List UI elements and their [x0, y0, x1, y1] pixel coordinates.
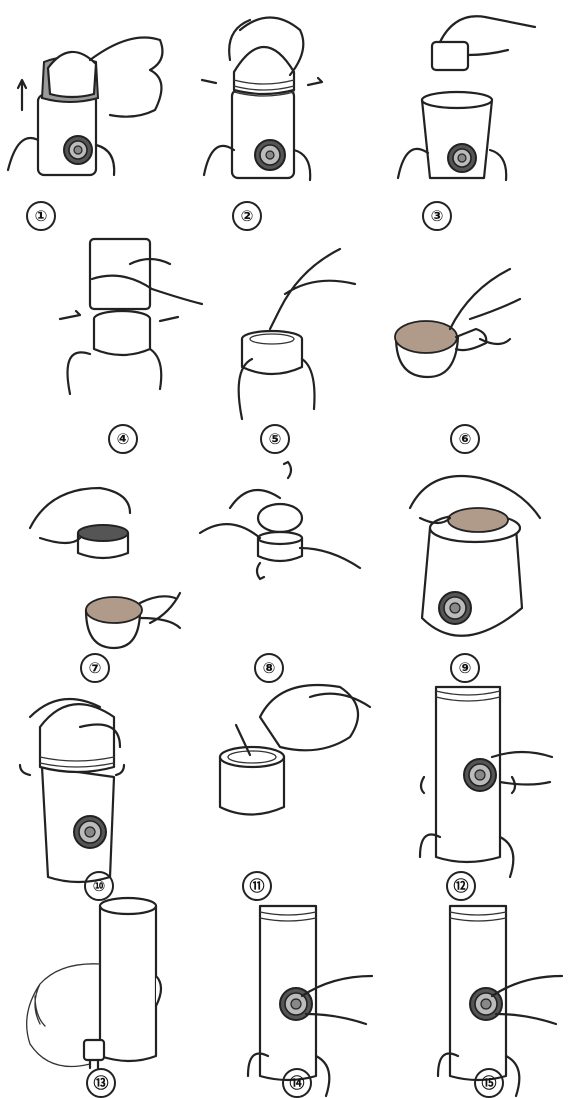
step-14-panel: ⑭	[190, 876, 380, 1095]
step-11-illustration	[190, 657, 380, 876]
step-13-panel: ⑬	[0, 876, 190, 1095]
step-3-illustration	[380, 0, 570, 219]
step-10-panel: ⑩	[0, 657, 190, 876]
step-5-panel: ⑤	[190, 219, 380, 438]
step-15-panel: ⑮	[380, 876, 570, 1095]
step-13-illustration	[0, 876, 190, 1095]
step-13-label: ⑬	[86, 1068, 116, 1098]
step-1-illustration	[0, 0, 190, 219]
step-2-illustration	[190, 0, 380, 219]
step-2-panel: ②	[190, 0, 380, 219]
step-15-label: ⑮	[474, 1068, 504, 1098]
step-4-panel: ④	[0, 219, 190, 438]
step-7-panel: ⑦	[0, 438, 190, 657]
step-14-label: ⑭	[282, 1068, 312, 1098]
step-8-panel: ⑧	[190, 438, 380, 657]
step-9-illustration	[380, 438, 570, 657]
step-8-illustration	[190, 438, 380, 657]
step-6-panel: ⑥	[380, 219, 570, 438]
step-3-panel: ③	[380, 0, 570, 219]
step-14-illustration	[190, 876, 380, 1095]
step-4-illustration	[0, 219, 190, 438]
step-12-illustration	[380, 657, 570, 876]
step-5-illustration	[190, 219, 380, 438]
step-11-panel: ⑪	[190, 657, 380, 876]
step-9-panel: ⑨	[380, 438, 570, 657]
step-1-panel: ①	[0, 0, 190, 219]
step-12-panel: ⑫	[380, 657, 570, 876]
step-6-illustration	[380, 219, 570, 438]
step-10-illustration	[0, 657, 190, 876]
step-7-illustration	[0, 438, 190, 657]
step-15-illustration	[380, 876, 570, 1095]
